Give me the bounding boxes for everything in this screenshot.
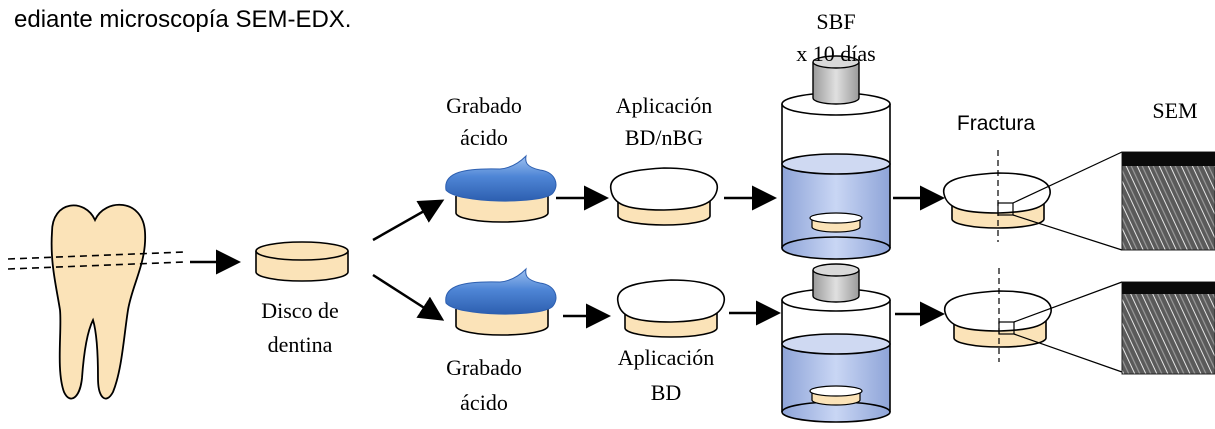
label-sbf-line2: x 10 días xyxy=(796,41,875,66)
label-etch-bottom-line2: ácido xyxy=(460,390,508,415)
sbf-jar-top-icon xyxy=(781,55,891,260)
arrow-branch-bottom xyxy=(372,273,445,321)
sem-image-bottom xyxy=(1121,281,1215,375)
label-etch-bottom-line1: Grabado xyxy=(446,355,522,380)
label-disc-line2: dentina xyxy=(268,332,333,357)
label-apply-bottom-line1: Aplicación xyxy=(618,345,715,370)
intro-text: ediante microscopía SEM-EDX. xyxy=(14,6,352,33)
sem-image-top xyxy=(1121,151,1215,251)
label-fracture: Fractura xyxy=(957,112,1036,135)
label-apply-top-line2: BD/nBG xyxy=(625,125,703,150)
label-apply-bottom-line2: BD xyxy=(651,380,682,405)
fractured-disc-bottom-icon xyxy=(943,268,1123,373)
label-disc-line1: Disco de xyxy=(261,298,339,323)
dentin-disc-icon xyxy=(255,241,349,282)
label-etch-top-line2: ácido xyxy=(460,125,508,150)
etched-disc-bottom-icon xyxy=(445,267,557,336)
sbf-jar-bottom-icon xyxy=(781,263,891,423)
fractured-disc-top-icon xyxy=(942,150,1123,251)
etched-disc-top-icon xyxy=(445,154,557,223)
bonded-disc-top-icon xyxy=(609,167,718,226)
label-sem: SEM xyxy=(1152,98,1197,123)
label-apply-top-line1: Aplicación xyxy=(616,93,713,118)
arrow-branch-top xyxy=(372,199,445,242)
label-sbf-line1: SBF xyxy=(816,9,855,34)
tooth-icon xyxy=(7,204,186,400)
bonded-disc-bottom-icon xyxy=(616,279,725,338)
label-etch-top-line1: Grabado xyxy=(446,93,522,118)
